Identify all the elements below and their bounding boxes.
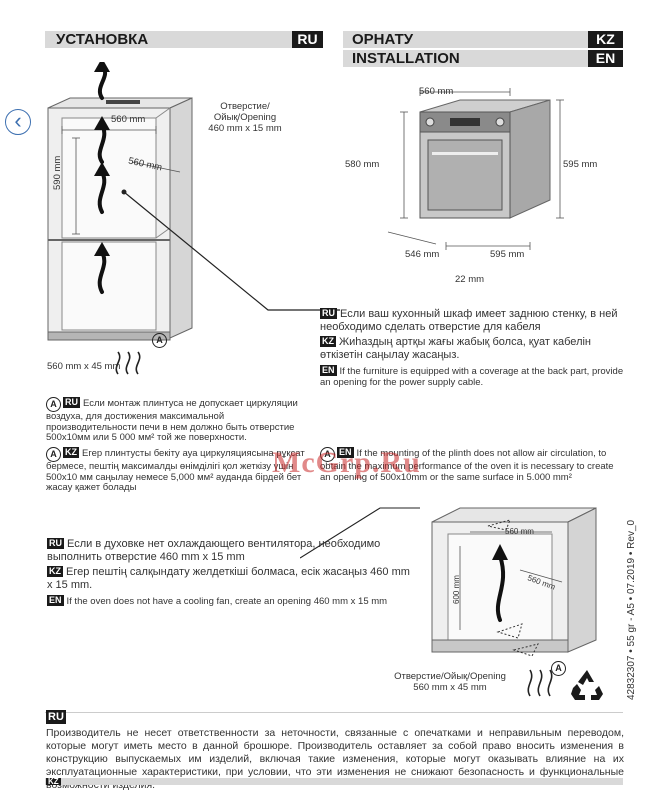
header-bar-left [45, 31, 323, 48]
cabinet-diagram-bottom [300, 507, 597, 697]
section-title-en: INSTALLATION [352, 50, 460, 67]
top-width-dimension: 560 mm [111, 114, 146, 125]
oven-height-right: 595 mm [563, 159, 598, 170]
footer-next-bar [45, 778, 623, 785]
footer-disclaimer: Производитель не несет ответственности з… [46, 727, 624, 791]
oven-depth-bottom: 546 mm [405, 249, 440, 260]
footer-divider [45, 712, 623, 713]
document-code: 42832307 • 55 gr - A5 • 07.2019 • Rev_0 [626, 519, 637, 700]
back-button[interactable]: ‹ [5, 109, 31, 135]
oven-width-bottom: 595 mm [490, 249, 525, 260]
oven-width-top: 560 mm [419, 86, 454, 97]
top-opening-label: Отверстие/Ойық/Opening 460 mm x 15 mm [208, 101, 282, 134]
footer-language-tag: RU [46, 710, 66, 724]
oven-diagram [387, 88, 564, 250]
header-bar-en [343, 50, 623, 67]
watermark: McGrp.Ru [272, 446, 421, 479]
bottom-height-dimension: 600 mm [452, 575, 461, 604]
chevron-left-icon: ‹ [14, 108, 22, 133]
language-badge-ru: RU [292, 31, 323, 48]
footer-next-tag: KZ [46, 778, 61, 785]
circle-a-marker-bottom: A [551, 661, 566, 676]
language-badge-kz: KZ [588, 31, 623, 48]
circle-a-marker: A [152, 333, 167, 348]
recycle-icon [571, 670, 603, 700]
bottom-width-dimension: 560 mm [505, 527, 534, 536]
section-title-kz: ОРНАТУ [352, 31, 414, 48]
cabinet-diagram-top [47, 62, 340, 375]
oven-door-gap: 22 mm [455, 274, 485, 285]
section-title-ru: УСТАНОВКА [56, 31, 149, 48]
bottom-opening-dimension: 560 mm x 45 mm [47, 361, 121, 372]
language-badge-en: EN [588, 50, 623, 67]
top-height-dimension: 590 mm [52, 155, 63, 190]
oven-height-left: 580 mm [345, 159, 380, 170]
header-bar-kz [343, 31, 623, 48]
bottom-opening-label: Отверстие/Ойық/Opening 560 mm x 45 mm [394, 671, 506, 693]
